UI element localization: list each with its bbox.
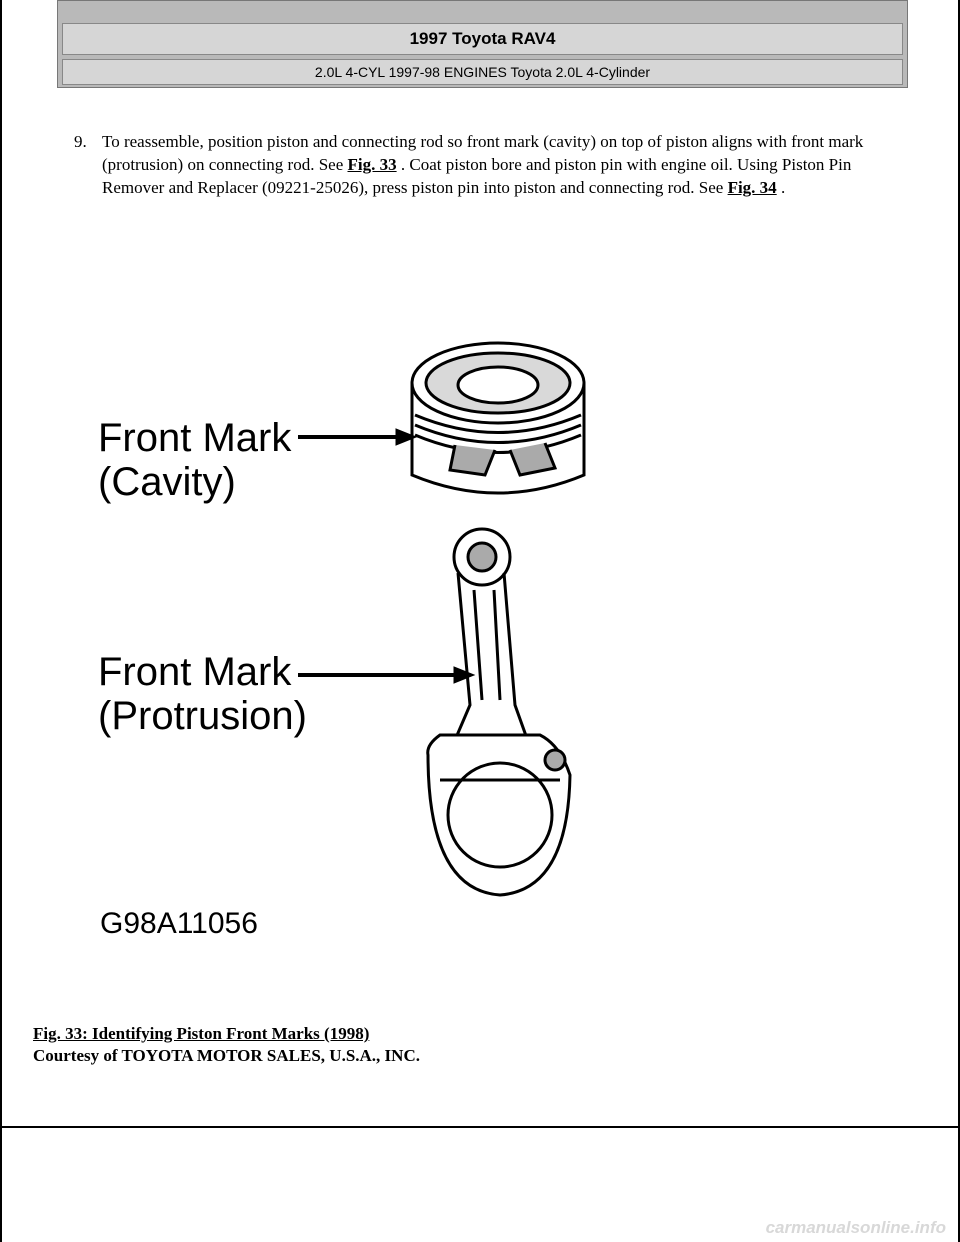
fig-34-link[interactable]: Fig. 34 [727, 178, 777, 197]
figure-33-illustration: Front Mark (Cavity) Front Mark (Protrusi… [90, 325, 610, 945]
step-text-b: . Coat piston bore and piston pin with e… [102, 155, 852, 197]
figure-code: G98A11056 [100, 907, 258, 940]
piston-rod-diagram: Front Mark (Cavity) Front Mark (Protrusi… [98, 341, 586, 940]
step-9: 9. To reassemble, position piston and co… [74, 130, 914, 199]
label-front-mark-protrusion-1: Front Mark [98, 650, 292, 694]
label-front-mark-protrusion-2: (Protrusion) [98, 694, 307, 738]
label-front-mark-cavity-1: Front Mark [98, 416, 292, 460]
arrow-cavity [298, 428, 418, 446]
step-text: To reassemble, position piston and conne… [102, 130, 914, 199]
page-border-left [0, 0, 2, 1242]
figure-caption: Fig. 33: Identifying Piston Front Marks … [33, 1023, 420, 1067]
header-subtitle: 2.0L 4-CYL 1997-98 ENGINES Toyota 2.0L 4… [62, 59, 903, 85]
step-text-a: To reassemble, position piston and conne… [102, 132, 864, 174]
label-front-mark-cavity-2: (Cavity) [98, 460, 236, 504]
page-border-right [958, 0, 960, 1242]
page-border-bottom [0, 1126, 960, 1128]
step-number: 9. [74, 132, 87, 151]
step-text-c: . [776, 178, 786, 197]
fig-33-link[interactable]: Fig. 33 [347, 155, 397, 174]
arrow-protrusion [298, 666, 476, 684]
watermark: carmanualsonline.info [765, 1218, 946, 1237]
piston-drawing [410, 341, 586, 495]
caption-courtesy: Courtesy of TOYOTA MOTOR SALES, U.S.A., … [33, 1046, 420, 1065]
connecting-rod-drawing [426, 527, 572, 897]
page-header: 1997 Toyota RAV4 2.0L 4-CYL 1997-98 ENGI… [57, 0, 908, 88]
caption-title: Fig. 33: Identifying Piston Front Marks … [33, 1024, 370, 1043]
header-title: 1997 Toyota RAV4 [62, 23, 903, 55]
